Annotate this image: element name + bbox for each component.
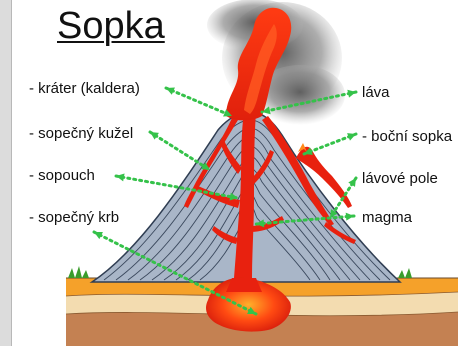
label-krater: - kráter (kaldera) [29, 80, 140, 98]
arrow-bocni [304, 134, 356, 154]
label-lavove-pole: lávové pole [362, 170, 438, 188]
page-title: Sopka [57, 4, 165, 48]
label-sopouch: - sopouch [29, 167, 95, 185]
label-bocni-sopka: - boční sopka [362, 128, 452, 146]
label-sopecny-kuzel: - sopečný kužel [29, 125, 133, 143]
label-sopecny-krb: - sopečný krb [29, 209, 119, 227]
arrow-magma-head-end [346, 213, 354, 221]
arrow-krater [166, 88, 232, 116]
label-magma: magma [362, 209, 412, 227]
arrow-kuzel [150, 132, 210, 170]
label-lava: láva [362, 84, 390, 102]
